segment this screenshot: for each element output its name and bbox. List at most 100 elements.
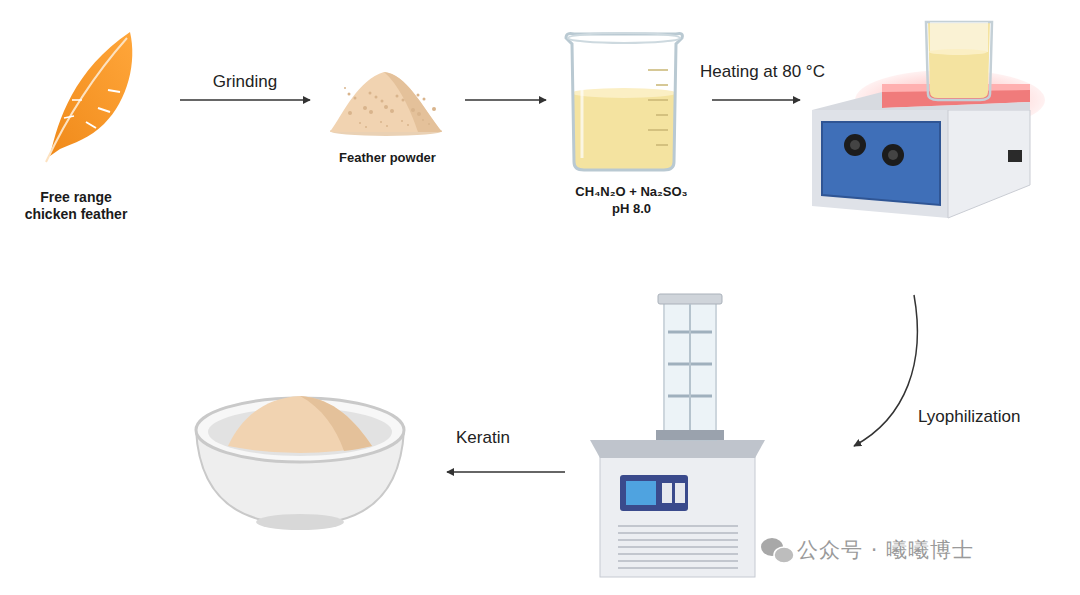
freeze-dryer-part	[620, 475, 688, 511]
vent-slot	[618, 525, 738, 527]
freeze-dryer-part	[626, 481, 656, 505]
vent-slot	[618, 560, 738, 562]
hot-plate-part	[812, 110, 948, 218]
powder-speck	[402, 99, 405, 102]
vent-slot	[618, 546, 738, 548]
feather-icon-part	[46, 38, 127, 162]
powder-speck	[417, 94, 420, 97]
hot-plate-part	[822, 122, 940, 205]
powder-speck	[401, 120, 403, 122]
material-step: Feather powder	[325, 62, 450, 166]
bowl	[196, 396, 404, 530]
step-label: Heating at 80 °C	[700, 62, 825, 82]
powder-speck	[363, 106, 367, 110]
bowl-part	[300, 396, 372, 451]
freeze-dryer-part	[590, 440, 765, 458]
freeze-dryer-part	[656, 430, 724, 440]
powder-speck	[407, 124, 409, 126]
powder-speck	[380, 121, 382, 123]
hot-plate-part	[882, 144, 904, 166]
beaker-part	[566, 34, 682, 171]
powder-speck	[396, 95, 399, 98]
flow-arrow	[465, 99, 546, 101]
vent-slot	[618, 553, 738, 555]
bowl-part	[228, 396, 372, 453]
powder-speck	[381, 100, 384, 103]
powder-speck	[369, 92, 372, 95]
powder-speck	[423, 98, 426, 101]
feather-icon	[46, 32, 132, 162]
hot-plate	[812, 22, 1045, 218]
lyophilization-arrow	[854, 295, 917, 446]
step-label: Lyophilization	[918, 407, 1020, 427]
hot-plate-part	[850, 140, 860, 150]
watermark-icon-part	[774, 547, 794, 563]
freeze-dryer-part	[662, 483, 672, 503]
powder-pile	[330, 72, 442, 136]
step-caption: Feather powder	[339, 149, 436, 166]
heating-arrow	[712, 100, 800, 101]
material-step: Free range chicken feather	[12, 25, 140, 223]
powder-speck	[411, 108, 415, 112]
hot-plate-part	[929, 49, 987, 55]
powder-speck	[422, 119, 424, 121]
powder-pile-part	[330, 72, 442, 132]
vent-slot	[618, 567, 738, 569]
beaker-part	[572, 92, 676, 170]
vent-slot	[618, 532, 738, 534]
beaker	[566, 33, 682, 170]
keratin-arrow	[447, 472, 565, 473]
freeze-dryer-part	[689, 304, 691, 430]
watermark-icon	[761, 538, 794, 563]
powder-speck	[390, 109, 394, 113]
reagent-step: CH₄N₂O + Na₂SO₃ pH 8.0	[558, 30, 705, 217]
vent-slot	[618, 539, 738, 541]
beaker-part	[568, 33, 680, 43]
hot-plate-part	[888, 150, 898, 160]
freeze-dryer-part	[664, 300, 716, 440]
hot-plate-part	[926, 22, 992, 100]
hot-plate-part	[844, 134, 866, 156]
heating-arrow-part	[712, 99, 800, 101]
powder-speck	[375, 96, 378, 99]
powder-pile-part	[344, 87, 436, 128]
feather-icon-part	[64, 100, 82, 118]
hot-plate-part	[812, 92, 1030, 110]
lyophilization-arrow-part	[854, 295, 917, 446]
freeze-dryer-part	[675, 483, 685, 503]
powder-speck	[365, 126, 367, 128]
powder-speck	[417, 112, 421, 116]
powder-speck	[369, 110, 373, 114]
powder-speck	[344, 87, 346, 89]
freeze-dryer	[590, 294, 765, 577]
powder-speck	[432, 107, 436, 111]
hot-plate-part	[928, 22, 990, 98]
powder-speck	[359, 122, 361, 124]
step-caption: CH₄N₂O + Na₂SO₃ pH 8.0	[571, 183, 693, 217]
powder-speck	[386, 125, 388, 127]
beaker-part	[572, 88, 676, 98]
hot-plate-part	[930, 22, 988, 52]
freeze-dryer-part	[600, 455, 755, 577]
step-label: Grinding	[213, 72, 277, 92]
watermark: 公众号 · 曦曦博士	[797, 536, 974, 564]
powder-speck	[354, 97, 357, 100]
beaker-part	[581, 50, 584, 158]
keratin-arrow-part	[447, 471, 565, 473]
flow-arrow	[180, 99, 310, 101]
powder-speck	[348, 111, 352, 115]
freeze-dryer-part	[658, 294, 722, 304]
powder-pile-part	[384, 72, 442, 132]
step-label: Keratin	[456, 428, 510, 448]
hot-plate-part	[1008, 150, 1022, 162]
bowl-part	[256, 514, 344, 530]
step-caption: Free range chicken feather	[21, 189, 131, 223]
feather-icon-part	[50, 32, 132, 156]
hot-plate-part	[948, 110, 1030, 218]
freeze-dryer-part	[618, 526, 738, 568]
feather-icon-part	[86, 90, 120, 128]
beaker-part	[648, 70, 668, 145]
